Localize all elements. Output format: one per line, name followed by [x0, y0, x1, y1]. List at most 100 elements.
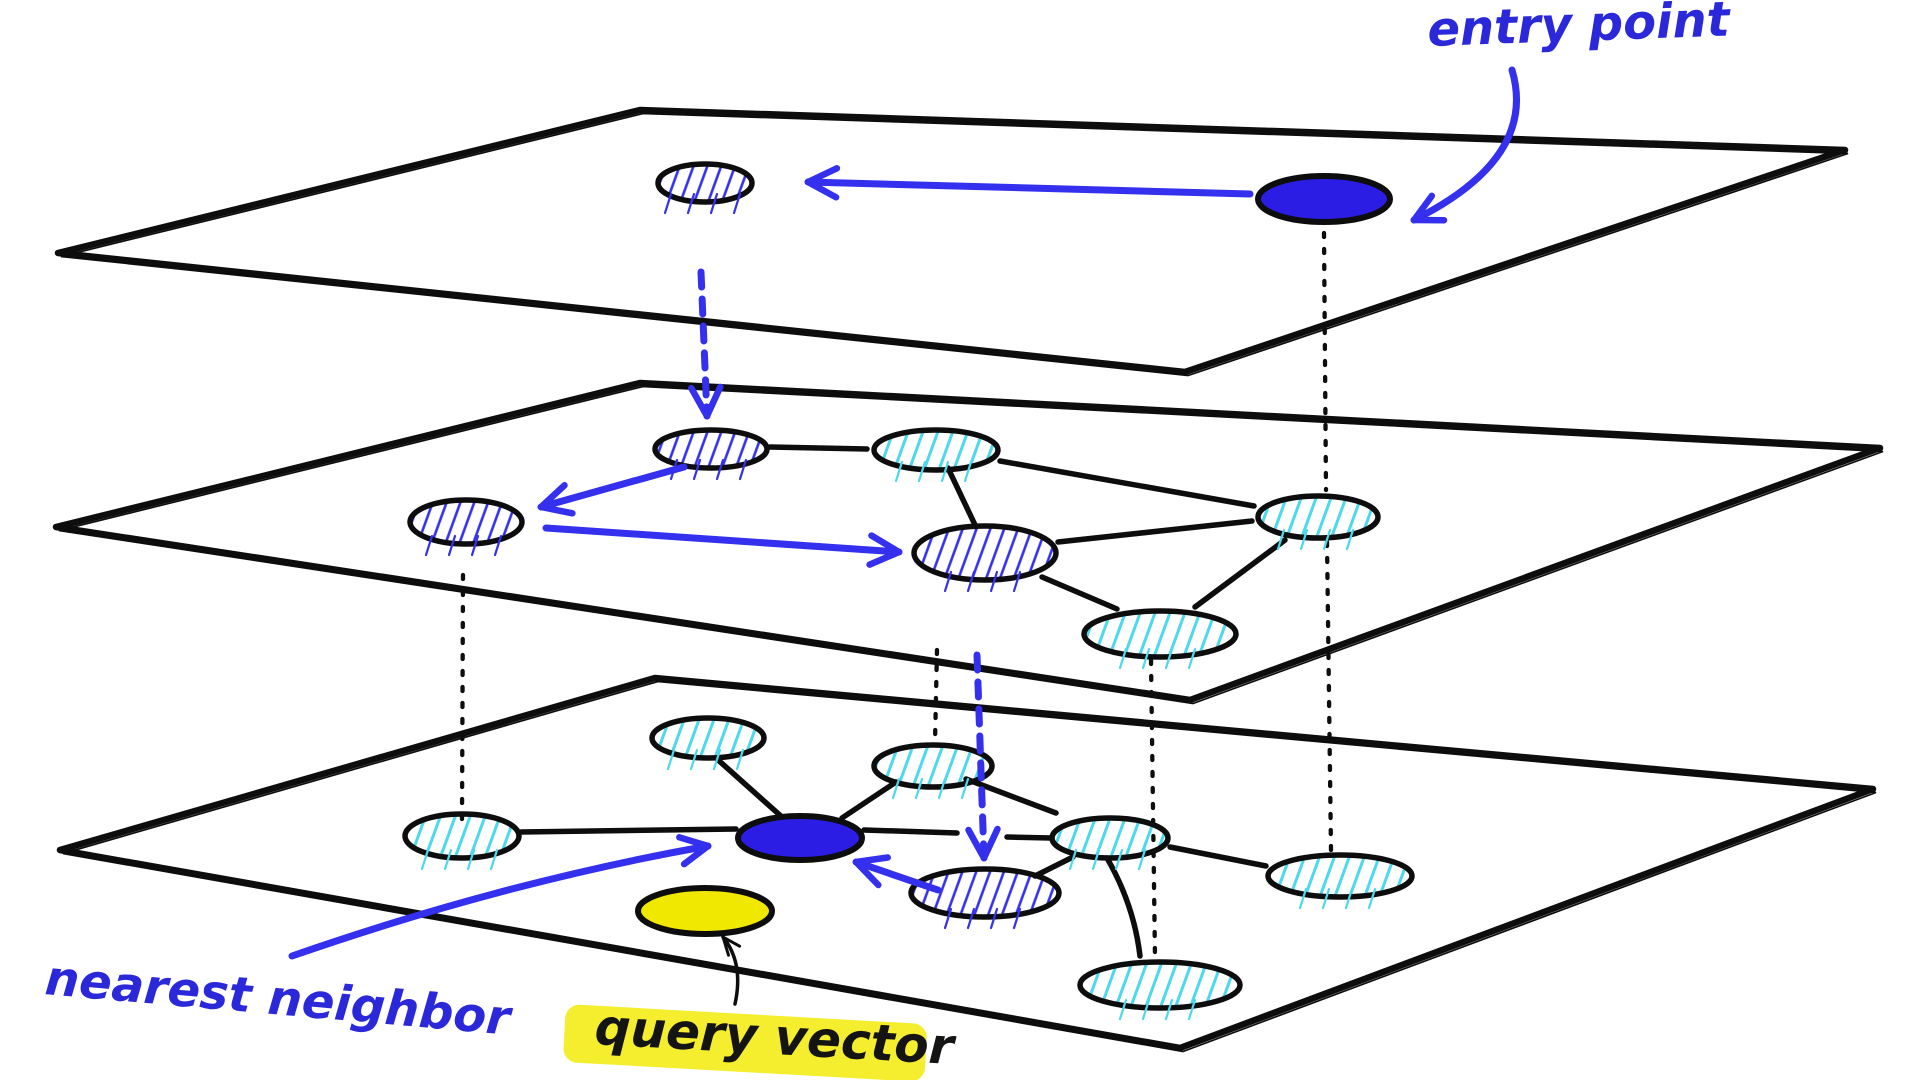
hatch-spill — [1091, 848, 1101, 871]
query-vector-node — [635, 885, 775, 937]
hatch-spill — [735, 748, 745, 771]
hatch-spill — [692, 458, 702, 481]
edge-mid-candidate-b--mid-visited-d — [945, 465, 979, 530]
hatch-spill — [738, 458, 748, 481]
dotted-link-mid-candidate-f--bottom-candidate-n — [1324, 539, 1334, 853]
arrowhead — [804, 178, 840, 201]
edge-mid-visited-d--mid-candidate-f — [1055, 518, 1255, 545]
interlayer-dotted-links — [459, 230, 1334, 961]
hatch-spill — [989, 570, 999, 593]
bottom-candidate-o — [1077, 959, 1243, 1011]
bottom-candidate-h — [649, 715, 767, 761]
hatch-spill — [709, 192, 719, 215]
hatch-spill — [943, 907, 953, 930]
edge-bottom-candidate-m--bottom-candidate-n — [1167, 844, 1269, 869]
layer-0-plane-sketch-echo — [62, 680, 1877, 1053]
arrowhead — [703, 383, 724, 420]
edge-bottom-candidate-k--bottom-candidate-m — [963, 776, 1059, 816]
bottom-candidate-g — [402, 811, 522, 861]
hatch-spill — [470, 534, 480, 557]
arrowhead — [537, 482, 568, 511]
edge-bottom-candidate-m--bottom-candidate-o — [1104, 855, 1143, 959]
hatch-spill — [1141, 647, 1151, 670]
graph-edges — [518, 444, 1288, 959]
hatch-spill — [989, 907, 999, 930]
dotted-link-entry-point-node--mid-candidate-f — [1321, 230, 1329, 493]
top-visited-node — [655, 161, 755, 205]
hatch-spill — [1137, 848, 1147, 871]
hatch-spill — [966, 570, 976, 593]
hatch-spill — [1118, 647, 1128, 670]
hatch-spill — [1345, 528, 1355, 551]
bottom-candidate-n — [1265, 852, 1415, 900]
hatch-spill — [1164, 647, 1174, 670]
hatch-spill — [1367, 887, 1377, 910]
search-arrows — [288, 66, 1520, 1006]
hatch-spill — [1276, 528, 1286, 551]
query-vector-highlight — [563, 1004, 927, 1080]
hatch-spill — [732, 192, 742, 215]
hatch-spill — [1187, 998, 1197, 1021]
hatch-spill — [1321, 887, 1331, 910]
entry-point-node — [1255, 173, 1393, 225]
search-hop-mid-2 — [542, 524, 903, 556]
hatch-spill — [917, 460, 927, 483]
arrowhead — [852, 858, 882, 889]
edge-nearest-neighbor-node--bottom-candidate-m — [1004, 834, 1054, 841]
descend-mid-to-bottom — [973, 651, 988, 862]
hatch-spill — [686, 192, 696, 215]
hatch-spill — [940, 460, 950, 483]
arrowhead — [721, 935, 742, 948]
hatch-spill — [466, 848, 476, 871]
arrowhead — [676, 834, 712, 850]
edge-bottom-candidate-m--bottom-visited-l — [1032, 854, 1076, 879]
bottom-visited-l — [908, 866, 1062, 920]
hatch-spill — [1012, 907, 1022, 930]
arrowhead — [868, 532, 903, 556]
graph-nodes — [402, 161, 1415, 1021]
hatch-spill — [1299, 528, 1309, 551]
hatch-spill — [447, 534, 457, 557]
edge-bottom-candidate-g--nearest-neighbor-node — [518, 826, 739, 835]
hatch-spill — [1114, 848, 1124, 871]
bottom-candidate-k — [871, 742, 995, 790]
edge-mid-candidate-b--mid-candidate-f — [997, 458, 1257, 509]
hatch-spill — [963, 460, 973, 483]
arrowhead — [721, 935, 730, 957]
hatch-spill — [1344, 887, 1354, 910]
entry-pointer-arrow — [1410, 66, 1520, 224]
mid-visited-d — [911, 523, 1059, 583]
mid-candidate-e — [1081, 608, 1239, 660]
arrowhead — [852, 854, 891, 866]
layer-2-plane — [54, 106, 1849, 376]
dotted-link-mid-candidate-e--bottom-candidate-o — [1148, 657, 1158, 961]
query-pointer-arrow — [721, 935, 740, 1006]
hatch-spill — [1141, 998, 1151, 1021]
hatch-spill — [914, 777, 924, 800]
dotted-link-mid-visited-c--bottom-candidate-g — [459, 572, 466, 823]
edge-mid-candidate-e--mid-candidate-f — [1192, 537, 1288, 610]
descend-top-to-mid — [697, 268, 711, 420]
edge-bottom-candidate-h--nearest-neighbor-node — [714, 756, 785, 820]
arrowhead — [866, 548, 903, 568]
hatch-spill — [689, 748, 699, 771]
search-hop-bottom — [852, 858, 942, 894]
dotted-link-mid-candidate-b--bottom-candidate-k — [932, 647, 940, 745]
hatch-spill — [493, 534, 503, 557]
mid-visited-c — [407, 497, 525, 547]
hatch-spill — [1164, 998, 1174, 1021]
arrowhead — [688, 384, 711, 420]
arrowhead — [965, 826, 988, 862]
hatch-spill — [443, 848, 453, 871]
search-hop-top — [804, 178, 1254, 198]
bottom-candidate-m — [1049, 815, 1171, 861]
hatch-spill — [937, 777, 947, 800]
layer-1-plane-sketch-echo — [58, 385, 1884, 705]
arrowhead — [980, 825, 1001, 862]
arrowhead — [537, 503, 576, 517]
arrowhead — [680, 842, 712, 868]
entry-point-label: entry point — [1426, 0, 1732, 58]
